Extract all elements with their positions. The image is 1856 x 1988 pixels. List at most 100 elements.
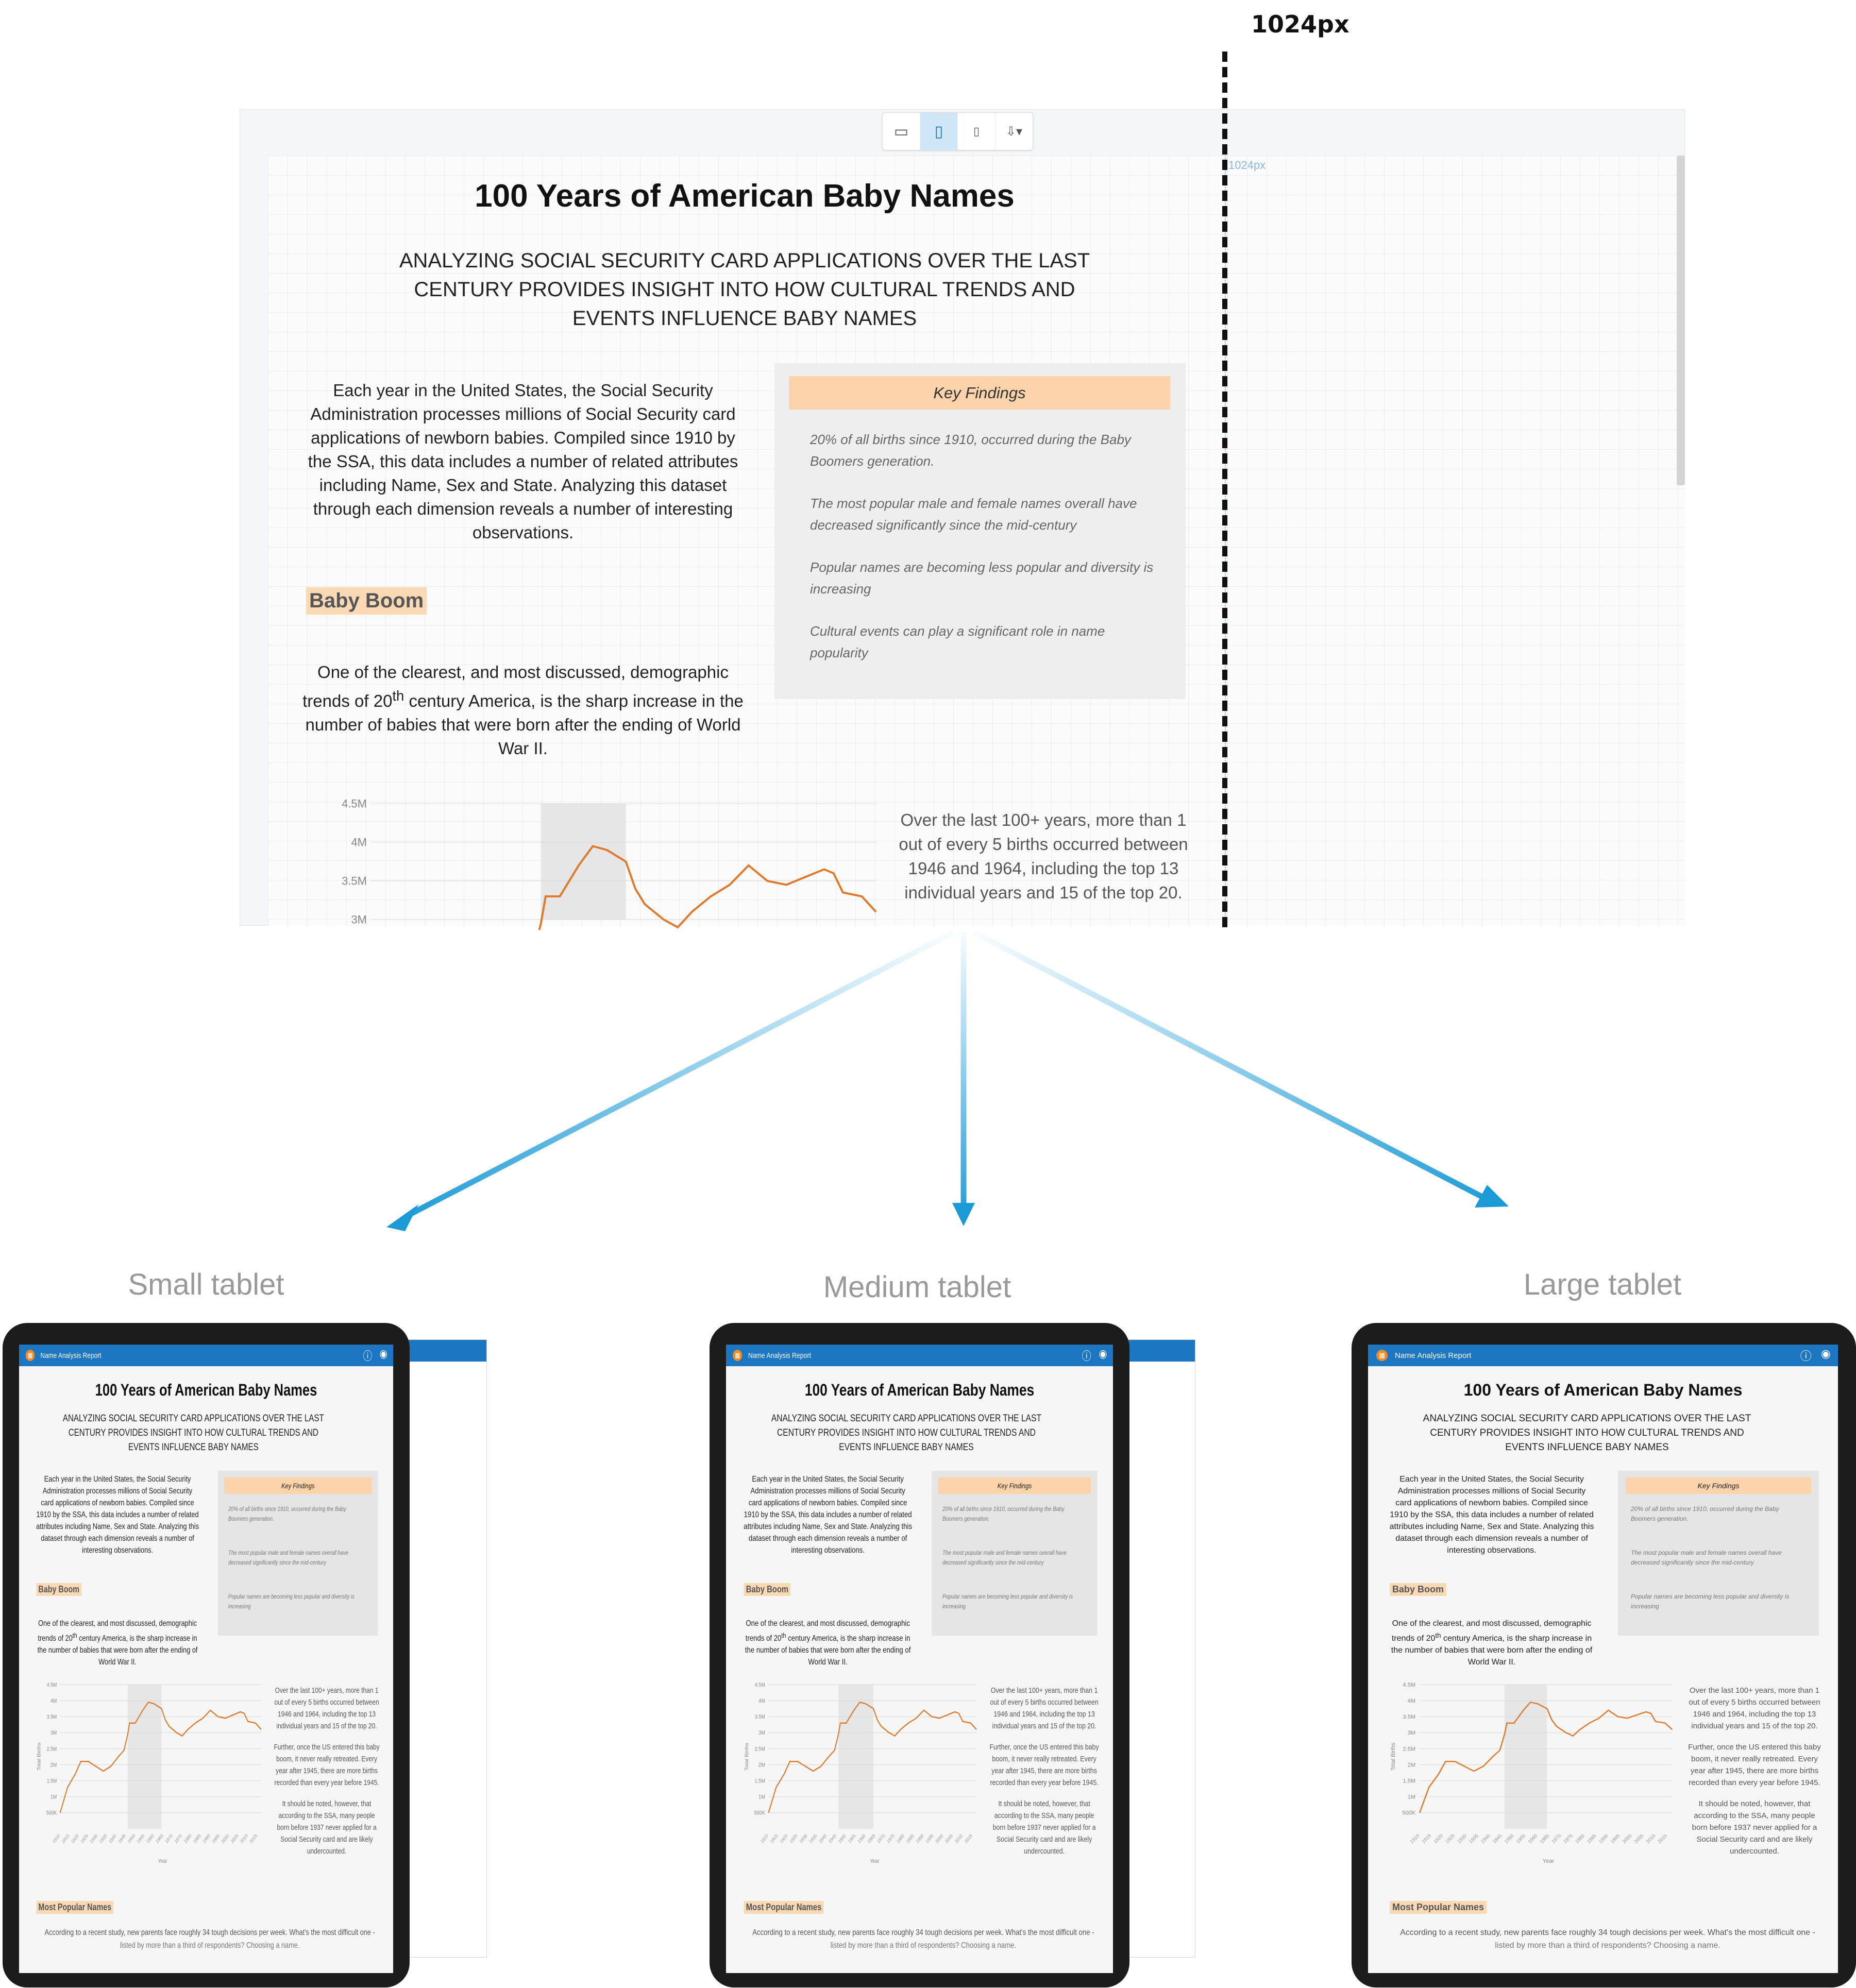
report-subtitle: Analyzing Social Security card applicati… — [771, 1413, 1042, 1453]
key-findings-panel — [218, 1471, 378, 1636]
device-preview-toolbar: ▭ ▯ ▯ ⇩▾ — [882, 112, 1033, 150]
key-findings-panel — [932, 1471, 1098, 1636]
y-tick-label: 1M — [50, 1794, 57, 1800]
x-tick-label: 1950 — [837, 1833, 847, 1845]
x-tick-label: 1935 — [1468, 1833, 1479, 1844]
x-tick-label: 1965 — [867, 1833, 876, 1845]
x-tick-label: 2010 — [1645, 1833, 1657, 1844]
app-header-tools: ⓘ ◉ — [363, 1347, 393, 1364]
avatar[interactable]: ◉ — [1820, 1347, 1831, 1360]
report-subtitle: Analyzing Social Security card applicati… — [399, 249, 1090, 330]
key-finding-4: Cultural events can play a significant r… — [810, 623, 1105, 660]
x-tick-label: 1990 — [1598, 1833, 1609, 1844]
x-tick-label: 2005 — [944, 1833, 954, 1845]
y-tick-label: 2.5M — [755, 1746, 765, 1753]
baby-boom-paragraph: One of the clearest, and most discussed,… — [743, 1618, 913, 1668]
report-title: 100 Years of American Baby Names — [95, 1381, 317, 1399]
key-finding-1: 20% of all births since 1910, occurred d… — [810, 432, 1131, 469]
desktop-icon: ▭ — [893, 123, 909, 140]
x-tick-label: 1920 — [1432, 1833, 1444, 1844]
most-popular-paragraph: According to a recent study, new parents… — [752, 1928, 1094, 1937]
help-icon[interactable]: ⓘ — [1800, 1350, 1812, 1363]
x-tick-label: 1935 — [808, 1833, 818, 1845]
births-series-line — [538, 845, 877, 930]
bb-text-sup: th — [781, 1632, 786, 1639]
y-tick-label: 1M — [1408, 1794, 1415, 1800]
help-icon[interactable]: ⓘ — [363, 1350, 373, 1363]
y-tick-label: 3.5M — [342, 875, 367, 888]
x-tick-label: 1985 — [192, 1833, 201, 1845]
key-finding-2: The most popular male and female names o… — [1631, 1549, 1782, 1566]
most-popular-paragraph-2: listed by more than a third of responden… — [120, 1941, 300, 1950]
key-findings-panel — [774, 363, 1186, 699]
x-tick-label: 1975 — [886, 1833, 896, 1845]
x-tick-label: 1955 — [136, 1833, 145, 1845]
x-tick-label: 2015 — [249, 1833, 258, 1845]
key-findings-title: Key Findings — [1626, 1477, 1811, 1494]
export-menu-button[interactable]: ⇩▾ — [996, 113, 1033, 150]
chart-side-text-2: Further, once the US entered this baby b… — [1688, 1743, 1821, 1787]
x-axis-label: Year — [1543, 1858, 1555, 1864]
births-series-line — [768, 1701, 977, 1813]
x-tick-label: 1920 — [70, 1833, 79, 1845]
x-tick-label: 2000 — [221, 1833, 230, 1845]
arrow-to-large-tablet — [972, 930, 1486, 1200]
medium-tablet-screen: ▦ Name Analysis Report ⓘ ◉ 100 Years of … — [726, 1345, 1113, 1973]
x-tick-label: 1975 — [1562, 1833, 1574, 1844]
chart-side-text-2: Further, once the US entered this baby b… — [274, 1743, 380, 1787]
x-tick-label: 1985 — [905, 1833, 915, 1845]
x-axis-label: Year — [158, 1858, 167, 1864]
y-tick-label: 1M — [758, 1794, 765, 1800]
report-title: 100 Years of American Baby Names — [475, 178, 1015, 214]
y-tick-label: 500K — [46, 1810, 57, 1816]
y-tick-label: 4M — [758, 1698, 765, 1704]
canvas-scrollbar[interactable] — [1677, 156, 1685, 485]
x-tick-label: 1915 — [61, 1833, 70, 1845]
export-icon: ⇩▾ — [1005, 124, 1023, 139]
key-finding-3: Popular names are becoming less popular … — [1631, 1593, 1790, 1610]
bb-text-post: century America, is the sharp increase i… — [1391, 1634, 1593, 1667]
x-tick-label: 1990 — [915, 1833, 925, 1845]
baby-boom-highlight — [541, 804, 626, 920]
y-tick-label: 2.5M — [47, 1746, 57, 1752]
large-tablet-label: Large tablet — [1523, 1268, 1682, 1301]
x-tick-label: 1945 — [117, 1833, 127, 1845]
help-icon[interactable]: ⓘ — [1082, 1350, 1091, 1363]
most-popular-names-heading: Most Popular Names — [36, 1901, 114, 1914]
most-popular-paragraph-2: listed by more than a third of responden… — [830, 1941, 1017, 1950]
y-tick-label: 3.5M — [47, 1714, 57, 1720]
key-findings-title: Key Findings — [224, 1477, 372, 1494]
most-popular-paragraph: According to a recent study, new parents… — [44, 1928, 375, 1937]
y-tick-label: 4.5M — [1403, 1682, 1415, 1688]
avatar[interactable]: ◉ — [379, 1347, 387, 1360]
x-tick-label: 1995 — [211, 1833, 221, 1845]
phone-preview-button[interactable]: ▯ — [958, 113, 996, 150]
x-tick-label: 1955 — [1515, 1833, 1527, 1844]
x-tick-label: 1915 — [769, 1833, 779, 1845]
bb-text-sup: th — [72, 1632, 77, 1639]
y-axis-label: Total Births — [1390, 1742, 1396, 1771]
app-header: ▦ Name Analysis Report ⓘ ◉ — [1368, 1345, 1838, 1366]
desktop-preview-button[interactable]: ▭ — [883, 113, 920, 150]
y-axis-label: Total Births — [37, 1743, 42, 1771]
intro-paragraph: Each year in the United States, the Soci… — [1389, 1475, 1594, 1555]
x-tick-label: 1940 — [818, 1833, 828, 1845]
y-tick-label: 500K — [754, 1810, 765, 1816]
y-tick-label: 4M — [1408, 1698, 1415, 1704]
avatar[interactable]: ◉ — [1099, 1347, 1107, 1360]
baby-boom-heading: Baby Boom — [1390, 1583, 1447, 1596]
x-tick-label: 2000 — [935, 1833, 944, 1845]
intro-paragraph: Each year in the United States, the Soci… — [308, 381, 738, 542]
app-logo-icon: ▦ — [733, 1350, 743, 1361]
y-tick-label: 2M — [1408, 1762, 1415, 1768]
y-tick-label: 3M — [351, 913, 367, 926]
chart-side-text-3: It should be noted, however, that accord… — [277, 1799, 377, 1856]
key-finding-2: The most popular male and female names o… — [228, 1549, 349, 1566]
app-name: Name Analysis Report — [40, 1351, 102, 1360]
baby-boom-paragraph: One of the clearest, and most discussed,… — [36, 1618, 199, 1668]
tablet-preview-button[interactable]: ▯ — [920, 113, 958, 150]
x-tick-label: 2000 — [1622, 1833, 1633, 1844]
x-tick-label: 2015 — [1657, 1833, 1668, 1844]
